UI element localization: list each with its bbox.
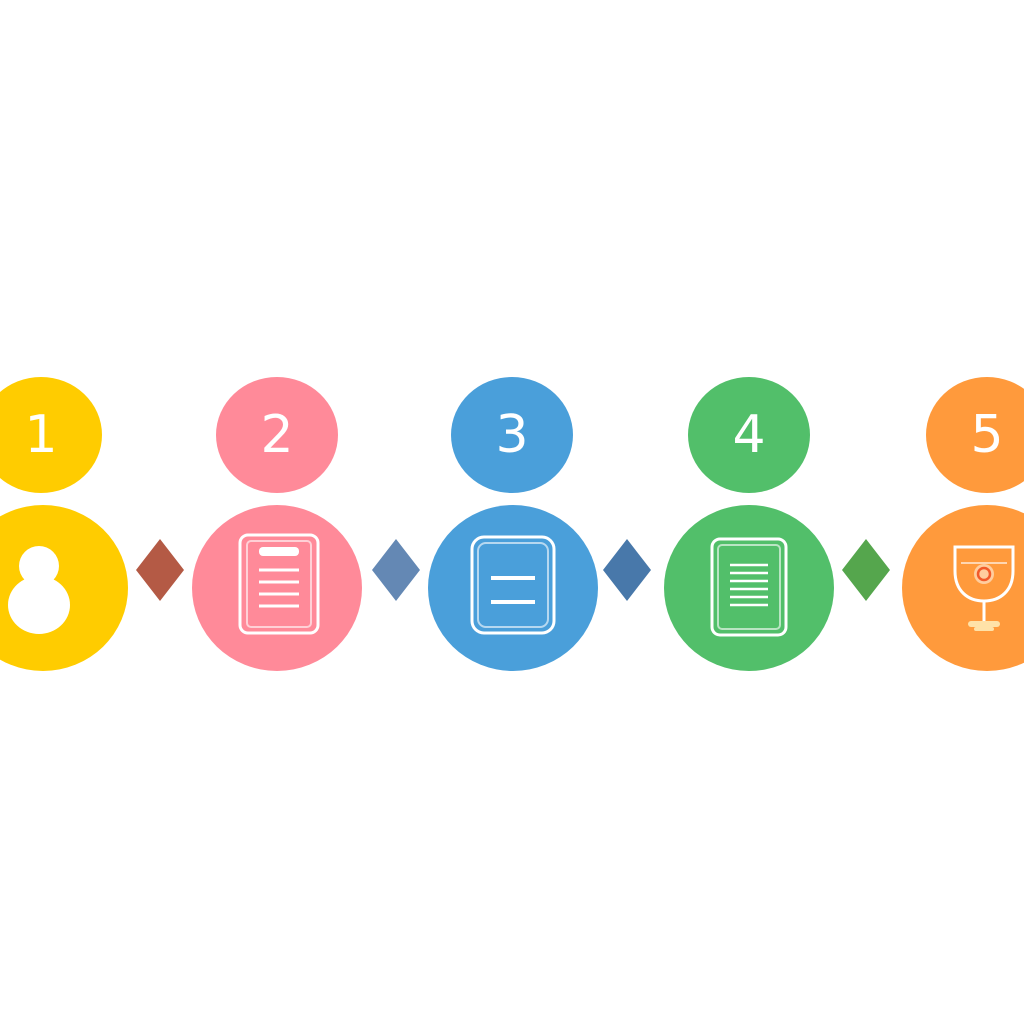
- step-5-number-badge: 5: [926, 377, 1024, 493]
- connector-4: [842, 539, 890, 601]
- step-1-number-badge: 1: [0, 377, 102, 493]
- step-3-number-badge: 3: [451, 377, 573, 493]
- step-4-number: 4: [732, 405, 766, 465]
- step-4-icon-circle: [664, 505, 834, 671]
- step-1-icon-circle: [0, 505, 128, 671]
- step-4-number-badge: 4: [688, 377, 810, 493]
- step-5-icon-circle: [902, 505, 1024, 671]
- connector-1: [136, 539, 184, 601]
- step-3-number: 3: [495, 405, 529, 465]
- person-icon: [8, 546, 70, 634]
- step-2-number: 2: [260, 405, 294, 465]
- document-lines-icon: [710, 537, 788, 637]
- step-2-number-badge: 2: [216, 377, 338, 493]
- step-5-number: 5: [970, 405, 1004, 465]
- goblet-icon: [953, 545, 1015, 631]
- card-icon: [470, 535, 556, 635]
- connector-3: [603, 539, 651, 601]
- document-header-icon: [238, 533, 320, 635]
- step-3-icon-circle: [428, 505, 598, 671]
- connector-2: [372, 539, 420, 601]
- step-1-number: 1: [24, 405, 58, 465]
- step-2-icon-circle: [192, 505, 362, 671]
